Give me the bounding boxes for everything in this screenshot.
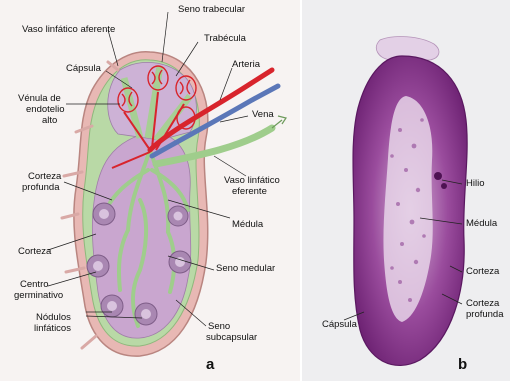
label-medullary-sinus: Seno medular — [216, 264, 275, 275]
label-deep-cortex-b-2: profunda — [466, 310, 504, 321]
hilum-vessel — [434, 172, 442, 180]
label-cortex-b: Corteza — [466, 267, 499, 278]
label-artery: Arteria — [232, 60, 260, 71]
label-afferent-vessel: Vaso linfático aferente — [22, 25, 115, 36]
label-germinal-center-2: germinativo — [14, 291, 63, 302]
label-deep-cortex-b-1: Corteza — [466, 299, 499, 310]
label-germinal-center-1: Centro — [20, 280, 49, 291]
label-hilum: Hilio — [466, 179, 484, 190]
label-efferent-2: eferente — [232, 187, 267, 198]
label-venule-3: alto — [42, 116, 57, 127]
label-deep-cortex-2: profunda — [22, 183, 60, 194]
panel-letter-b: b — [458, 356, 467, 373]
label-venule-2: endotelio — [26, 105, 65, 116]
label-cortex: Corteza — [18, 247, 51, 258]
label-capsule-b: Cápsula — [322, 320, 357, 331]
label-trabecula: Trabécula — [204, 34, 246, 45]
label-trabecular-sinus: Seno trabecular — [178, 5, 245, 16]
label-subcapsular-2: subcapsular — [206, 333, 257, 344]
label-medulla-b: Médula — [466, 219, 497, 230]
label-nodules-2: linfáticos — [34, 324, 71, 335]
label-nodules-1: Nódulos — [36, 313, 71, 324]
label-deep-cortex-1: Corteza — [28, 172, 61, 183]
label-venule-1: Vénula de — [18, 94, 61, 105]
label-subcapsular-1: Seno — [208, 322, 230, 333]
panel-a-diagram: Vaso linfático aferente Seno trabecular … — [0, 0, 300, 381]
panel-letter-a: a — [206, 356, 214, 373]
label-vein: Vena — [252, 110, 274, 121]
panel-b-micrograph: Hilio Médula Corteza Corteza profunda Cá… — [302, 0, 510, 381]
label-medulla: Médula — [232, 220, 263, 231]
label-efferent-1: Vaso linfático — [224, 176, 280, 187]
label-capsule: Cápsula — [66, 64, 101, 75]
